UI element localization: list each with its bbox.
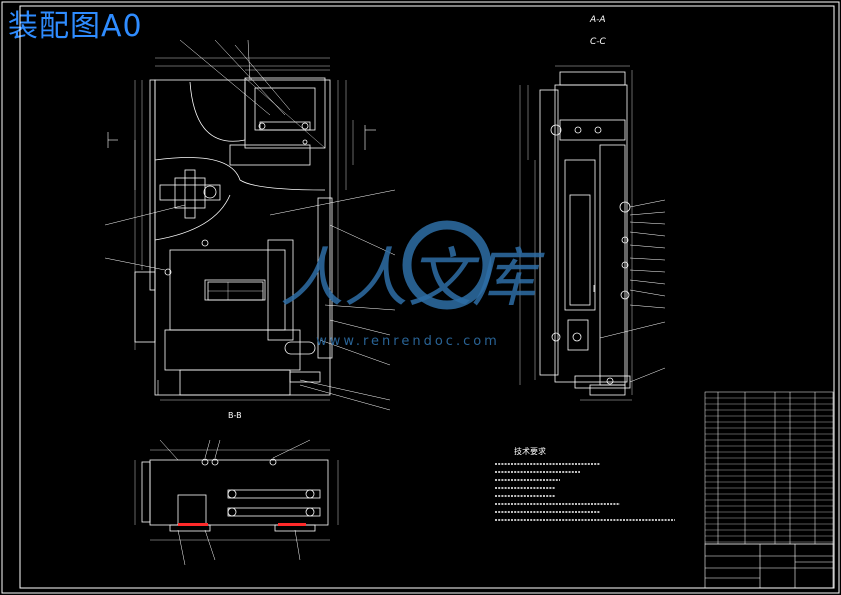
section-view-bb xyxy=(134,439,339,566)
drawing-title: 装配图A0 xyxy=(8,9,143,44)
front-view xyxy=(104,39,396,411)
watermark-logo: 人人文库 www.renrendoc.com xyxy=(280,220,545,349)
parts-list-table xyxy=(704,391,834,545)
bb-red-marks xyxy=(178,523,306,526)
title-block xyxy=(704,543,834,589)
view-label-aa: A-A xyxy=(589,15,606,25)
tech-requirements-lines xyxy=(495,463,675,521)
view-label-bb: B-B xyxy=(228,411,242,420)
side-view xyxy=(519,65,666,401)
watermark-url: www.renrendoc.com xyxy=(316,334,500,349)
watermark-brand: 人人文库 xyxy=(280,242,545,316)
view-label-cc: C-C xyxy=(590,37,607,47)
parts-list-rows xyxy=(705,397,833,543)
tech-requirements-heading: 技术要求 xyxy=(514,446,546,456)
